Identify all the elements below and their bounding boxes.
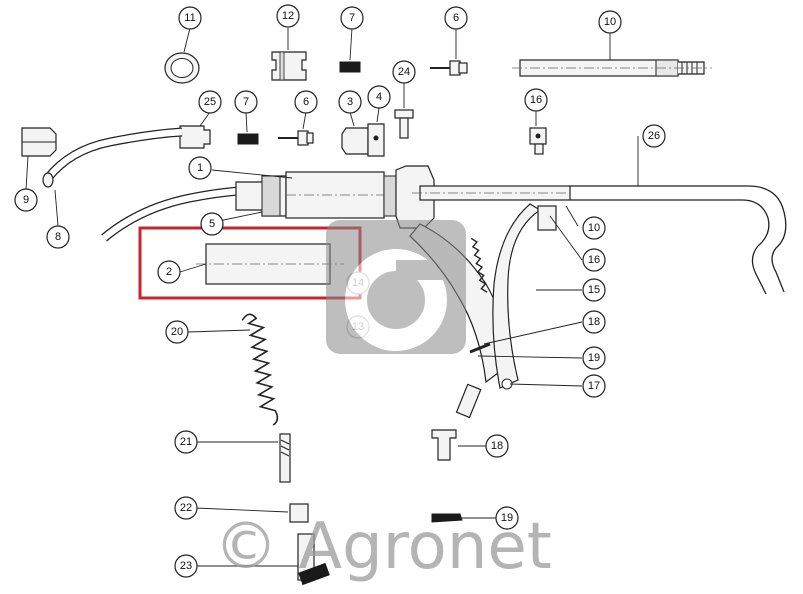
callout-label: 9 <box>23 194 29 206</box>
callout-label: 25 <box>204 96 216 108</box>
callout-label: 18 <box>491 440 503 452</box>
callout-label: 18 <box>588 316 600 328</box>
part-12-fitting <box>271 28 307 81</box>
part-20-spring <box>187 313 279 426</box>
part-6-screw-top <box>430 28 468 76</box>
callout-label: 7 <box>349 12 355 24</box>
callout-18-mid: 18 <box>582 310 606 334</box>
callout-19-low: 19 <box>495 506 519 530</box>
main-leaders <box>211 136 639 387</box>
callout-9: 9 <box>14 188 38 212</box>
part-3-4-coupling <box>341 107 385 157</box>
callout-label: 20 <box>171 326 183 338</box>
callout-label: 24 <box>398 66 410 78</box>
watermark-text: © Agronet <box>214 510 552 584</box>
callout-label: 15 <box>588 284 600 296</box>
watermark-logo <box>326 220 466 354</box>
callout-10-mid: 10 <box>582 216 606 240</box>
callout-16-mid: 16 <box>582 248 606 272</box>
callout-4: 4 <box>367 85 391 109</box>
part-23-bolt <box>196 533 330 586</box>
callout-label: 12 <box>282 10 294 22</box>
callout-24: 24 <box>392 60 416 84</box>
callout-label: 26 <box>648 130 660 142</box>
callout-19-mid: 19 <box>582 346 606 370</box>
callout-label: 1 <box>197 162 203 174</box>
callout-label: 11 <box>184 12 195 24</box>
callout-label: 5 <box>209 218 215 230</box>
callout-label: 19 <box>501 512 513 524</box>
callout-12: 12 <box>276 4 300 28</box>
callout-label: 23 <box>180 560 192 572</box>
callout-2: 2 <box>157 260 181 284</box>
callout-7-top: 7 <box>340 6 364 30</box>
callout-20: 20 <box>165 320 189 344</box>
callout-label: 16 <box>588 254 600 266</box>
callout-3: 3 <box>338 90 362 114</box>
part-8-hose <box>42 127 183 227</box>
part-16-block-top <box>529 110 547 155</box>
callout-label: 19 <box>588 352 600 364</box>
callout-label: 6 <box>303 96 309 108</box>
callout-11: 11 <box>178 6 202 30</box>
part-gun-body <box>101 165 787 419</box>
callout-22: 22 <box>174 496 198 520</box>
callout-label: 10 <box>588 222 600 234</box>
callout-26: 26 <box>642 124 666 148</box>
callout-label: 22 <box>180 502 192 514</box>
part-2-cylinder-tube <box>179 243 344 285</box>
callout-23: 23 <box>174 554 198 578</box>
part-18-pin <box>431 429 486 461</box>
callout-6-top: 6 <box>444 6 468 30</box>
part-24-pin <box>394 82 414 139</box>
part-11-ring <box>164 27 200 84</box>
callout-18-low: 18 <box>485 434 509 458</box>
callout-5: 5 <box>200 212 224 236</box>
callout-10-top: 10 <box>598 10 622 34</box>
callout-21: 21 <box>174 430 198 454</box>
callout-label: 17 <box>588 380 600 392</box>
callout-label: 2 <box>166 266 172 278</box>
part-9-nut <box>21 127 57 191</box>
part-19-clip <box>431 513 496 523</box>
callout-6-mid: 6 <box>294 90 318 114</box>
callout-16-top: 16 <box>524 88 548 112</box>
callout-7-mid: 7 <box>234 90 258 114</box>
callout-label: 8 <box>55 231 61 243</box>
callout-label: 4 <box>376 91 382 103</box>
callout-label: 16 <box>530 94 542 106</box>
callout-label: 10 <box>604 16 616 28</box>
part-22-nut <box>195 503 309 523</box>
part-7-seal-top <box>339 27 361 73</box>
callout-15: 15 <box>582 278 606 302</box>
part-21-rod <box>196 433 291 483</box>
part-10-tube <box>512 32 712 77</box>
callout-25: 25 <box>198 90 222 114</box>
callout-label: 21 <box>180 436 192 448</box>
part-6-screw-mid <box>278 111 314 146</box>
callout-label: 6 <box>453 12 459 24</box>
part-7-seal-mid <box>237 111 259 145</box>
callout-label: 3 <box>347 96 353 108</box>
callout-8: 8 <box>46 225 70 249</box>
callout-17: 17 <box>582 374 606 398</box>
callout-label: 7 <box>243 96 249 108</box>
part-25-fitting <box>179 111 211 149</box>
callout-1: 1 <box>188 156 212 180</box>
